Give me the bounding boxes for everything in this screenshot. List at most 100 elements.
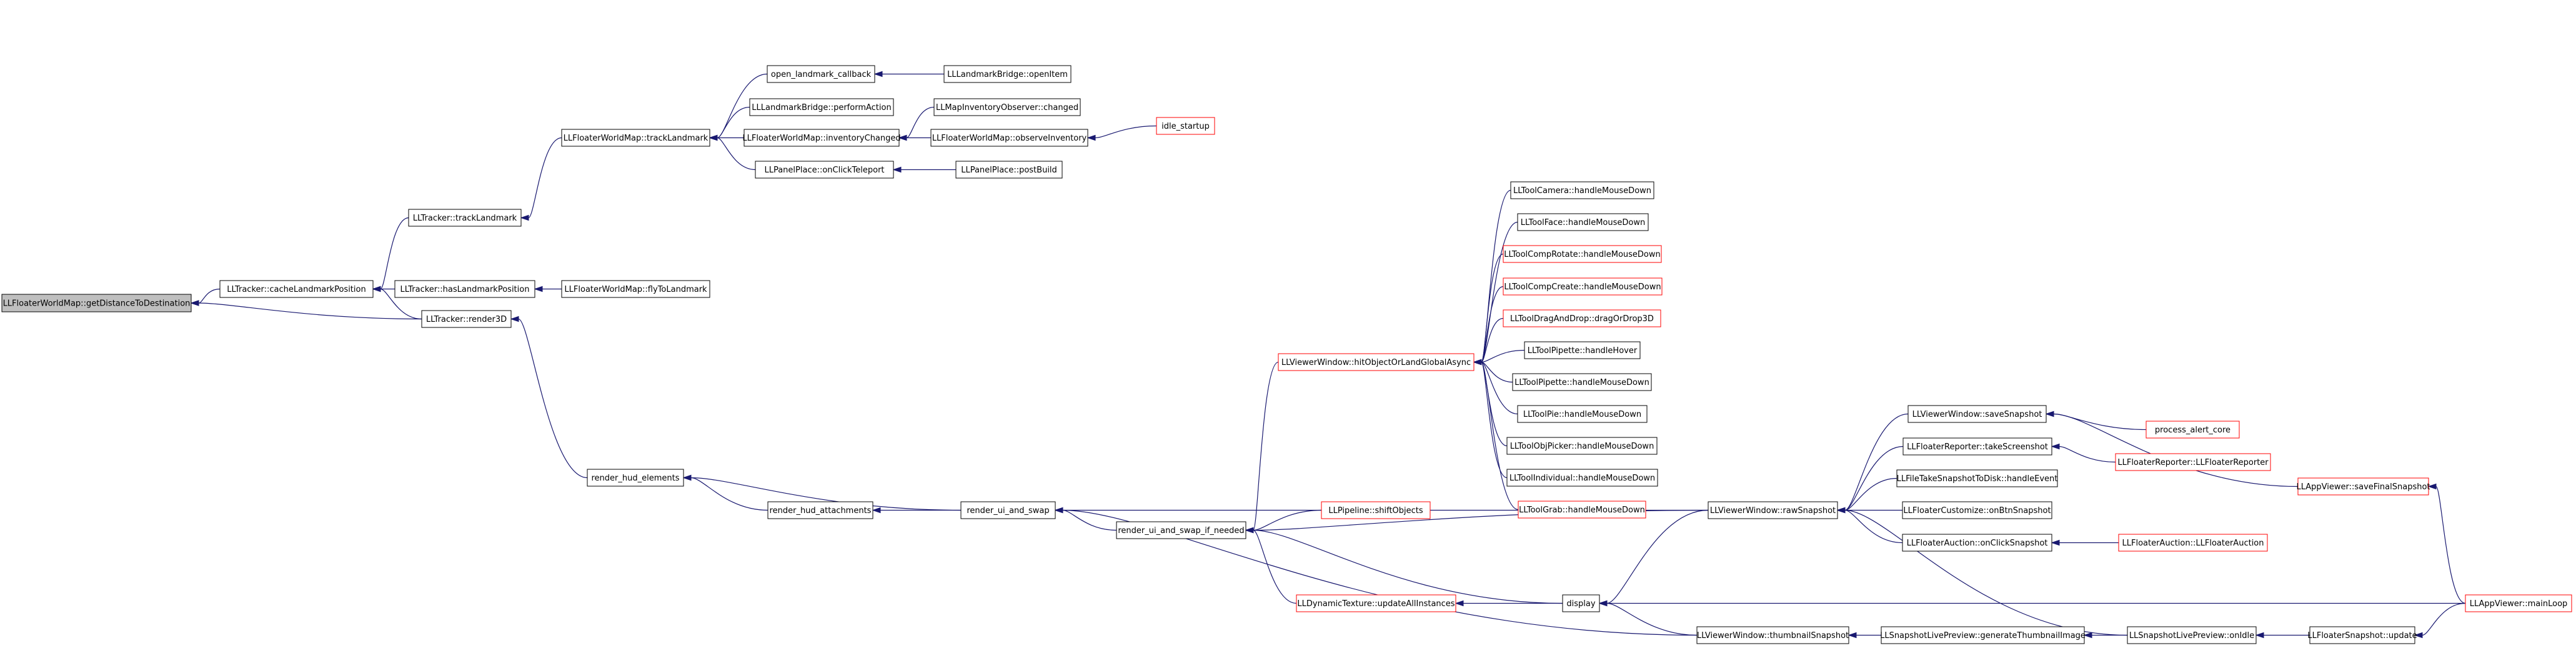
function-node[interactable]: LLSnapshotLivePreview::onIdle: [2127, 626, 2257, 644]
function-node[interactable]: LLLandmarkBridge::performAction: [749, 98, 894, 116]
node-label: LLToolIndividual::handleMouseDown: [1509, 474, 1655, 483]
function-node[interactable]: LLFloaterAuction::LLFloaterAuction: [2118, 534, 2268, 552]
arrowhead: [1087, 134, 1096, 141]
node-box: [1896, 469, 2058, 487]
node-box: [1902, 501, 2052, 519]
node-label: LLTracker::render3D: [426, 315, 507, 324]
function-node[interactable]: display: [1562, 594, 1600, 612]
node-box: [1278, 353, 1474, 371]
call-edge-line: [1062, 509, 1698, 636]
function-node[interactable]: LLPanelPlace::onClickTeleport: [755, 161, 894, 179]
function-node[interactable]: render_hud_elements: [587, 469, 684, 487]
function-node[interactable]: LLTracker::render3D: [421, 310, 512, 328]
function-node[interactable]: LLDynamicTexture::updateAllInstances: [1296, 594, 1456, 612]
function-node[interactable]: LLToolObjPicker::handleMouseDown: [1506, 437, 1658, 455]
function-node[interactable]: LLFloaterWorldMap::trackLandmark: [561, 129, 710, 147]
function-node[interactable]: LLFloaterAuction::onClickSnapshot: [1902, 534, 2052, 552]
arrowhead: [2051, 443, 2060, 450]
function-node[interactable]: LLPanelPlace::postBuild: [955, 161, 1063, 179]
function-node[interactable]: LLTracker::hasLandmarkPosition: [394, 280, 535, 298]
function-node[interactable]: LLToolCamera::handleMouseDown: [1510, 181, 1654, 199]
arrowhead: [2083, 632, 2092, 639]
root-function-node[interactable]: LLFloaterWorldMap::getDistanceToDestinat…: [1, 294, 192, 312]
node-label: LLFloaterSnapshot::update: [2307, 631, 2417, 641]
arrowhead: [520, 214, 529, 221]
function-node[interactable]: LLTracker::trackLandmark: [408, 209, 522, 227]
node-box: [960, 501, 1056, 519]
node-box: [1562, 594, 1600, 612]
function-node[interactable]: LLFloaterWorldMap::inventoryChanged: [742, 129, 901, 147]
node-box: [219, 280, 374, 298]
node-box: [1503, 277, 1663, 296]
call-edge-line: [1481, 317, 1504, 363]
node-label: LLViewerWindow::thumbnailSnapshot: [1697, 631, 1849, 641]
function-node[interactable]: LLTracker::cacheLandmarkPosition: [219, 280, 374, 298]
function-node[interactable]: LLToolDragAndDrop::dragOrDrop3D: [1503, 309, 1661, 327]
call-edge-line: [717, 137, 756, 171]
function-node[interactable]: render_ui_and_swap_if_needed: [1116, 521, 1246, 539]
function-node[interactable]: LLToolPipette::handleMouseDown: [1512, 373, 1652, 391]
node-label: LLFileTakeSnapshotToDisk::handleEvent: [1897, 474, 2058, 484]
call-edge: [682, 474, 768, 511]
node-box: [1156, 117, 1215, 135]
function-node[interactable]: process_alert_core: [2146, 421, 2240, 439]
arrowhead: [872, 507, 881, 514]
function-node[interactable]: render_hud_attachments: [767, 501, 873, 519]
function-node[interactable]: LLViewerWindow::thumbnailSnapshot: [1696, 626, 1849, 644]
node-label: LLAppViewer::saveFinalSnapshot: [2296, 482, 2430, 492]
function-node[interactable]: LLToolCompRotate::handleMouseDown: [1503, 245, 1662, 263]
function-node[interactable]: LLViewerWindow::rawSnapshot: [1708, 501, 1838, 519]
node-label: LLViewerWindow::saveSnapshot: [1912, 410, 2042, 419]
function-node[interactable]: LLToolPie::handleMouseDown: [1517, 405, 1648, 423]
node-label: render_hud_attachments: [770, 506, 872, 516]
function-node[interactable]: LLFileTakeSnapshotToDisk::handleEvent: [1896, 469, 2058, 487]
function-node[interactable]: LLFloaterCustomize::onBtnSnapshot: [1902, 501, 2052, 519]
function-node[interactable]: LLFloaterSnapshot::update: [2307, 626, 2417, 644]
function-node[interactable]: LLFloaterWorldMap::flyToLandmark: [561, 280, 710, 298]
function-node[interactable]: open_landmark_callback: [767, 65, 875, 83]
function-node[interactable]: LLToolCompCreate::handleMouseDown: [1503, 277, 1663, 296]
function-node[interactable]: LLToolFace::handleMouseDown: [1517, 213, 1649, 231]
call-edge-line: [1844, 509, 2128, 636]
node-label: LLToolCompCreate::handleMouseDown: [1504, 282, 1661, 292]
function-node[interactable]: LLToolGrab::handleMouseDown: [1518, 501, 1646, 519]
function-node[interactable]: LLAppViewer::mainLoop: [2465, 594, 2572, 612]
function-node[interactable]: LLToolPipette::handleHover: [1524, 341, 1641, 359]
call-edge: [2051, 539, 2119, 546]
node-box: [1696, 626, 1849, 644]
arrowhead: [190, 300, 199, 306]
function-node[interactable]: LLToolIndividual::handleMouseDown: [1506, 469, 1658, 487]
call-edge-line: [1481, 253, 1504, 363]
node-box: [767, 65, 875, 83]
node-label: render_ui_and_swap_if_needed: [1118, 526, 1244, 536]
function-node[interactable]: LLPipeline::shiftObjects: [1321, 501, 1431, 519]
arrowhead: [1598, 600, 1608, 607]
function-node[interactable]: LLViewerWindow::saveSnapshot: [1907, 405, 2047, 423]
call-edge: [1836, 446, 1904, 514]
function-node[interactable]: LLSnapshotLivePreview::generateThumbnail…: [1880, 626, 2086, 644]
call-edge-line: [198, 288, 221, 304]
function-node[interactable]: LLFloaterWorldMap::observeInventory: [930, 129, 1088, 147]
node-label: process_alert_core: [2155, 426, 2230, 435]
node-box: [749, 98, 894, 116]
node-box: [1503, 309, 1661, 327]
call-edges: [190, 71, 2466, 639]
call-edge: [1245, 361, 1279, 534]
call-edge: [1473, 359, 1518, 415]
node-label: LLAppViewer::mainLoop: [2470, 599, 2568, 609]
call-edge-line: [1481, 361, 1519, 511]
call-edge: [1473, 189, 1511, 366]
function-node[interactable]: LLFloaterReporter::takeScreenshot: [1902, 437, 2052, 456]
function-node[interactable]: LLAppViewer::saveFinalSnapshot: [2296, 477, 2430, 496]
node-box: [743, 129, 900, 147]
function-node[interactable]: LLFloaterReporter::LLFloaterReporter: [2115, 453, 2271, 471]
function-node[interactable]: idle_startup: [1156, 117, 1215, 135]
node-label: LLToolObjPicker::handleMouseDown: [1510, 442, 1654, 451]
function-node[interactable]: LLLandmarkBridge::openItem: [943, 65, 1072, 83]
call-edge: [1455, 600, 1563, 607]
node-label: LLTracker::cacheLandmarkPosition: [227, 285, 366, 294]
function-node[interactable]: LLViewerWindow::hitObjectOrLandGlobalAsy…: [1278, 353, 1474, 371]
function-node[interactable]: render_ui_and_swap: [960, 501, 1056, 519]
call-edge: [1836, 507, 1903, 544]
function-node[interactable]: LLMapInventoryObserver::changed: [933, 98, 1081, 116]
